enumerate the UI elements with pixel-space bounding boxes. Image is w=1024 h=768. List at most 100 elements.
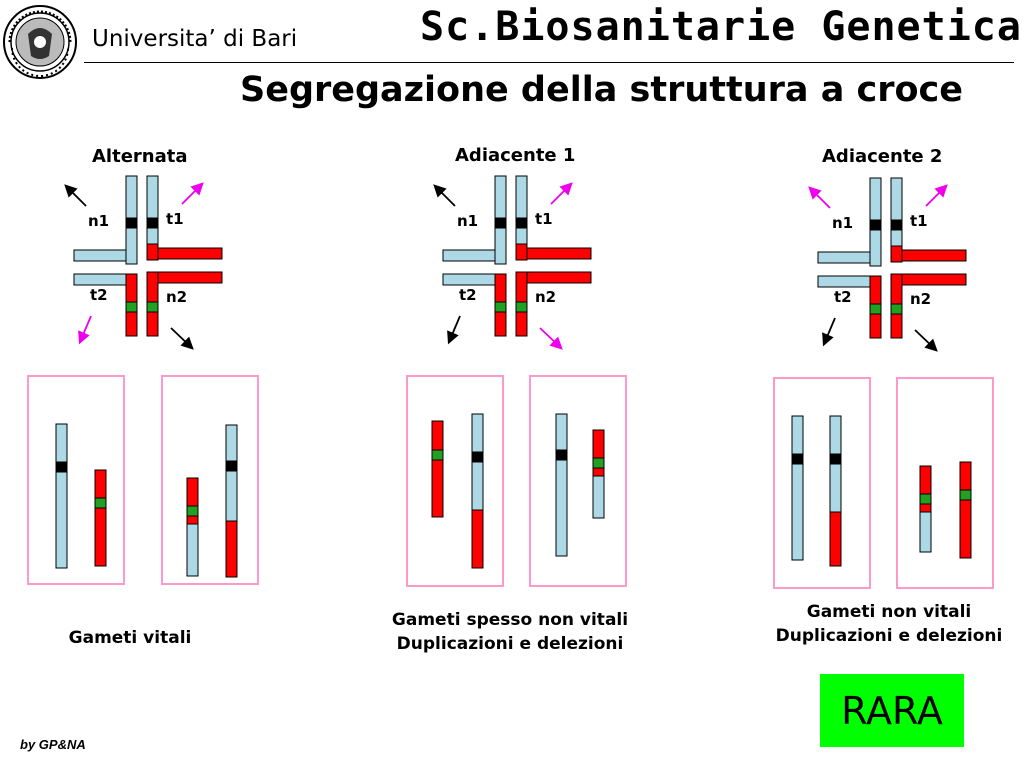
header-rule: [84, 62, 1014, 63]
heading-adiacente-2: Adiacente 2: [822, 146, 943, 167]
chromosome-t2-arm: [73, 273, 127, 286]
marker: [125, 301, 138, 313]
chromosome-translocated: [919, 465, 932, 513]
segregation-arrow-magenta: [78, 315, 92, 345]
label-t2: t2: [90, 286, 108, 304]
label-n1: n1: [88, 212, 109, 230]
marker: [592, 457, 605, 469]
chromosome-t1-segment: [146, 243, 159, 261]
chromosome-t1-segment: [890, 245, 903, 263]
translocation-cross: [64, 175, 223, 350]
segregation-arrow-black: [433, 184, 456, 207]
chromosome-t1-vertical: [146, 175, 159, 245]
chromosome-translocated: [959, 461, 972, 559]
page-title: Segregazione della struttura a croce: [240, 70, 964, 110]
caption-line: Duplicazioni e delezioni: [775, 626, 1003, 646]
marker: [919, 493, 932, 505]
chromosome-translocated: [471, 509, 484, 569]
translocation-cross: [808, 177, 967, 352]
chromosome-n1-arm: [73, 249, 127, 262]
label-t1: t1: [910, 212, 928, 230]
chromosome-translocated: [225, 520, 238, 578]
segregation-arrow-black: [914, 329, 938, 352]
chromosome-normal: [55, 423, 68, 569]
marker: [869, 303, 882, 315]
credit: by GP&NA: [20, 737, 86, 752]
marker: [890, 303, 903, 315]
chromosome-t1-vertical: [890, 177, 903, 247]
chromosome-t2-arm: [817, 275, 871, 288]
centromere: [494, 217, 507, 229]
marker: [431, 449, 444, 461]
rara-badge: RARA: [820, 674, 964, 747]
centromere: [890, 219, 903, 231]
chromosome-t1-arm: [901, 249, 967, 262]
chromosome-translocated: [829, 511, 842, 567]
marker: [94, 497, 107, 509]
centromere: [225, 460, 238, 472]
caption-line: Duplicazioni e delezioni: [396, 634, 624, 654]
label-t1: t1: [535, 210, 553, 228]
gamete-box: [896, 377, 994, 589]
caption-line: Gameti vitali: [68, 628, 192, 648]
caption-adiacente-2: Gameti non vitali Duplicazioni e delezio…: [754, 600, 1024, 648]
label-t1: t1: [166, 210, 184, 228]
gamete-box: [161, 375, 259, 585]
centromere: [125, 217, 138, 229]
chromosome-normal: [555, 413, 568, 557]
segregation-arrow-magenta: [539, 327, 563, 350]
chromosome-normal: [225, 424, 238, 522]
centromere: [829, 453, 842, 465]
chromosome-n2-arm: [526, 271, 592, 284]
centromere: [515, 217, 528, 229]
centromere: [471, 451, 484, 463]
segregation-arrow-black: [170, 327, 194, 350]
translocation-cross: [433, 175, 592, 350]
course-title: Sc.Biosanitarie Genetica I: [420, 4, 1024, 50]
marker: [959, 489, 972, 501]
gamete-box: [529, 375, 627, 587]
caption-line: Gameti non vitali: [806, 602, 972, 622]
chromosome-translocated: [592, 429, 605, 477]
chromosome-t2-arm: [442, 273, 496, 286]
segregation-arrow-magenta: [181, 182, 204, 205]
chromosome-n1-arm: [442, 249, 496, 262]
university-seal: [3, 5, 77, 79]
chromosome-translocated: [431, 420, 444, 518]
centromere: [55, 461, 68, 473]
chromosome-translocated: [94, 469, 107, 567]
chromosome-n1-arm: [817, 251, 871, 264]
gamete-box: [773, 377, 871, 589]
chromosome-t1-arm: [526, 247, 592, 260]
chromosome-normal: [791, 415, 804, 561]
chromosome-t1-segment: [515, 243, 528, 261]
marker: [146, 301, 159, 313]
caption-alternata: Gameti vitali: [30, 626, 230, 650]
label-n2: n2: [166, 288, 187, 306]
gamete-box: [406, 375, 504, 587]
centromere: [869, 219, 882, 231]
chromosome-translocated: [186, 477, 199, 525]
heading-adiacente-1: Adiacente 1: [455, 145, 576, 166]
segregation-arrow-magenta: [925, 184, 948, 207]
centromere: [146, 217, 159, 229]
segregation-arrow-magenta: [808, 186, 831, 209]
marker: [515, 301, 528, 313]
label-t2: t2: [459, 286, 477, 304]
heading-alternata: Alternata: [92, 146, 188, 167]
caption-line: Gameti spesso non vitali: [391, 610, 629, 630]
chromosome-normal: [592, 475, 605, 519]
segregation-arrow-black: [64, 184, 87, 207]
chromosome-t1-vertical: [515, 175, 528, 245]
chromosome-t1-arm: [157, 247, 223, 260]
centromere: [555, 449, 568, 461]
caption-adiacente-1: Gameti spesso non vitali Duplicazioni e …: [370, 608, 650, 656]
segregation-arrow-magenta: [550, 182, 573, 205]
chromosome-n2-arm: [901, 273, 967, 286]
label-t2: t2: [834, 288, 852, 306]
label-n2: n2: [910, 290, 931, 308]
centromere: [791, 453, 804, 465]
segregation-arrow-black: [822, 317, 836, 347]
chromosome-normal: [186, 523, 199, 577]
